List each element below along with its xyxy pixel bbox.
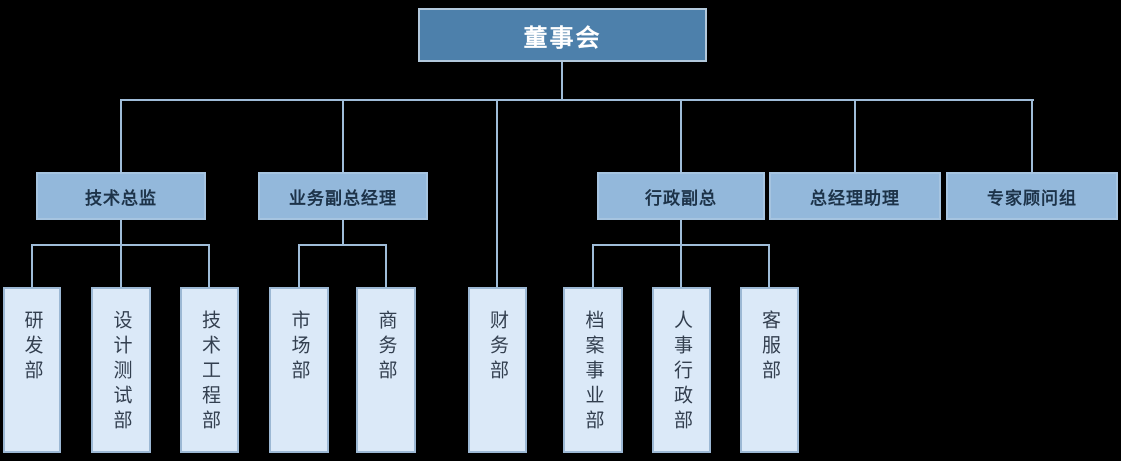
- org-node-business-deputy-gm[interactable]: 业务副总经理: [258, 172, 428, 220]
- org-node-marketing-dept-label: 市场部: [288, 310, 310, 385]
- connector-tech-stub: [120, 220, 122, 246]
- org-node-expert-advisory-group-label: 专家顾问组: [987, 188, 1077, 208]
- connector-drop-admin: [680, 99, 682, 173]
- org-node-gm-assistant-label: 总经理助理: [810, 188, 900, 208]
- org-node-commerce-dept[interactable]: 商务部: [356, 287, 416, 453]
- connector-admin-drop-2: [680, 244, 682, 289]
- connector-drop-business: [342, 99, 344, 173]
- connector-drop-finance: [496, 99, 498, 289]
- org-node-board-label: 董事会: [523, 24, 602, 52]
- connector-tech-drop-3: [208, 244, 210, 289]
- org-node-admin-deputy-gm[interactable]: 行政副总: [597, 172, 765, 220]
- org-node-gm-assistant[interactable]: 总经理助理: [769, 172, 941, 220]
- org-node-commerce-dept-label: 商务部: [375, 310, 397, 385]
- org-node-hr-admin-dept[interactable]: 人事行政部: [652, 287, 711, 453]
- org-node-tech-engineering-dept[interactable]: 技术工程部: [180, 287, 239, 453]
- connector-tech-drop-2: [120, 244, 122, 289]
- org-node-tech-director-label: 技术总监: [85, 188, 157, 208]
- org-node-customer-service-dept[interactable]: 客服部: [740, 287, 799, 453]
- org-node-tech-director[interactable]: 技术总监: [36, 172, 206, 220]
- org-node-design-test-dept[interactable]: 设计测试部: [91, 287, 151, 453]
- org-node-expert-advisory-group[interactable]: 专家顾问组: [946, 172, 1118, 220]
- org-node-finance-dept[interactable]: 财务部: [468, 287, 527, 453]
- org-node-board[interactable]: 董事会: [418, 8, 707, 62]
- org-node-customer-service-dept-label: 客服部: [759, 310, 780, 385]
- connector-admin-drop-3: [768, 244, 770, 289]
- org-node-archives-dept[interactable]: 档案事业部: [563, 287, 623, 453]
- connector-root-stub: [561, 62, 563, 100]
- org-node-marketing-dept[interactable]: 市场部: [269, 287, 329, 453]
- connector-admin-stub: [680, 220, 682, 246]
- org-node-design-test-dept-label: 设计测试部: [110, 310, 132, 435]
- connector-business-stub: [342, 220, 344, 246]
- org-node-archives-dept-label: 档案事业部: [582, 310, 604, 435]
- org-node-tech-engineering-dept-label: 技术工程部: [199, 310, 220, 435]
- connector-admin-drop-1: [592, 244, 594, 289]
- connector-business-drop-2: [385, 244, 387, 289]
- connector-drop-gm-assist: [854, 99, 856, 173]
- org-node-business-deputy-gm-label: 业务副总经理: [289, 188, 397, 208]
- org-node-finance-dept-label: 财务部: [487, 310, 508, 385]
- connector-main-rail: [120, 99, 1034, 101]
- org-node-hr-admin-dept-label: 人事行政部: [671, 310, 692, 435]
- org-node-admin-deputy-gm-label: 行政副总: [645, 188, 717, 208]
- connector-drop-tech: [120, 99, 122, 173]
- connector-tech-drop-1: [31, 244, 33, 289]
- org-node-rd-dept[interactable]: 研发部: [3, 287, 61, 453]
- connector-drop-expert: [1031, 99, 1033, 173]
- connector-business-drop-1: [298, 244, 300, 289]
- org-node-rd-dept-label: 研发部: [21, 310, 43, 385]
- connector-business-bar: [298, 244, 387, 246]
